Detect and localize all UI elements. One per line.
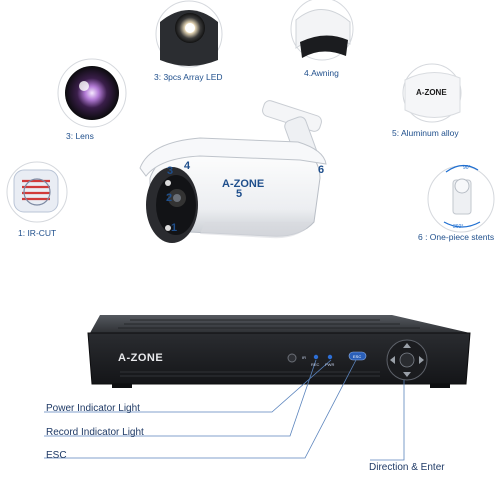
feature-label-ircut: 1: IR-CUT (18, 228, 57, 238)
dvr-logo: A-ZONE (118, 352, 164, 364)
rec-indicator-label: REC (311, 362, 320, 367)
bullet-camera (139, 100, 327, 243)
camera-logo: A-ZONE (222, 178, 265, 190)
awning-callout-circle (290, 0, 354, 61)
dvr-callout-lines (44, 359, 405, 461)
lens-callout-circle (57, 58, 127, 128)
callout-direction-enter: Direction & Enter (369, 462, 445, 473)
stents-callout-circle (427, 164, 495, 233)
feature-label-alloy: 5: Aluminum alloy (392, 128, 459, 138)
callout-power-indicator: Power Indicator Light (46, 403, 140, 414)
feature-label-awning: 4.Awning (304, 68, 339, 78)
stent-angle-bottom: 360° (453, 224, 464, 230)
alloy-logo: A-ZONE (416, 88, 447, 97)
dvr-recorder (87, 315, 471, 388)
camera-marker: 4 (184, 160, 191, 172)
led-callout-circle (155, 0, 223, 68)
camera-marker: 1 (171, 222, 178, 234)
camera-marker: 6 (318, 164, 325, 176)
ir-indicator-label: IR (302, 355, 306, 360)
camera-marker: 5 (236, 188, 243, 200)
stent-angle-top: 90° (463, 165, 471, 171)
feature-label-lens: 3: Lens (66, 131, 94, 141)
camera-marker: 2 (166, 192, 173, 204)
callout-record-indicator: Record Indicator Light (46, 427, 144, 438)
feature-label-stents: 6 : One-piece stents (418, 232, 495, 242)
ircut-callout-circle (6, 161, 68, 223)
esc-button-label: ESC (353, 354, 362, 359)
callout-esc: ESC (46, 450, 67, 461)
pwr-indicator-label: PWR (325, 362, 335, 367)
feature-label-led: 3: 3pcs Array LED (154, 72, 223, 82)
alloy-callout-circle (402, 63, 462, 123)
camera-marker: 3 (167, 165, 174, 177)
